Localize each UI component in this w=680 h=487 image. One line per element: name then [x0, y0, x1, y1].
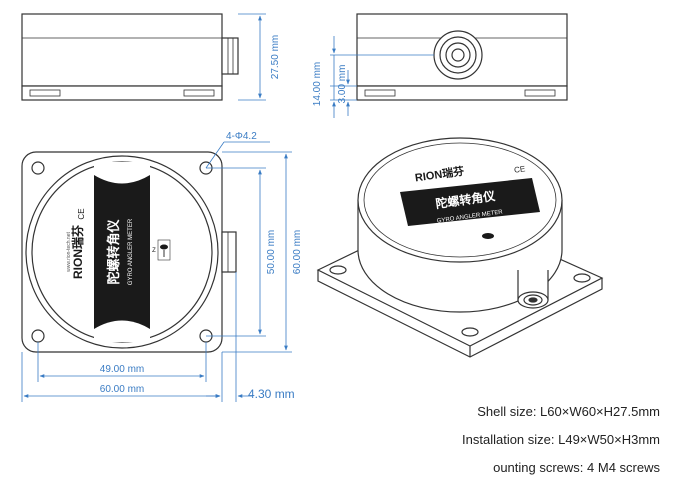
- dim-thickness-label: 3.00 mm: [337, 65, 348, 104]
- iso-label-band: [400, 178, 540, 226]
- label-band: [94, 162, 150, 342]
- brand-logo-text: RION瑞芬: [70, 224, 85, 279]
- spec-mounting-screws: ounting screws: 4 M4 screws: [493, 460, 660, 475]
- brand-url: www.rion-tech.net: [66, 232, 72, 272]
- side-view: [21, 13, 239, 101]
- top-connector: [221, 231, 237, 273]
- iso-ce-mark: CE: [514, 164, 526, 174]
- iso-z-axis-icon: [482, 233, 494, 239]
- spec-installation-size: Installation size: L49×W50×H3mm: [462, 432, 660, 447]
- dim-hole-spacing-x-label: 49.00 mm: [100, 364, 144, 375]
- mount-hole: [573, 273, 591, 283]
- dim-front: [330, 36, 434, 118]
- spec-shell-size: Shell size: L60×W60×H27.5mm: [477, 404, 660, 419]
- dim-front-height-label: 14.00 mm: [312, 62, 323, 106]
- front-view: [356, 13, 568, 101]
- side-connector: [221, 37, 239, 75]
- front-connector: [433, 30, 483, 80]
- label-title-cn: 陀螺转角仪: [106, 219, 121, 285]
- mount-hole: [461, 327, 479, 337]
- dim-side-height-label: 27.50 mm: [270, 35, 281, 79]
- front-base-plate: [356, 85, 568, 101]
- dim-top: [21, 141, 292, 402]
- dim-hole-spec-label: 4-Φ4.2: [226, 131, 257, 142]
- iso-connector: [517, 270, 549, 309]
- mount-hole: [31, 161, 45, 175]
- dim-width-x-label: 60.00 mm: [100, 384, 144, 395]
- z-axis-icon: [157, 239, 171, 261]
- side-housing: [21, 13, 223, 87]
- label-title-en: GYRO ANGLER METER: [128, 218, 134, 285]
- axis-mark: Z: [152, 248, 156, 254]
- mount-hole: [329, 265, 347, 275]
- dim-width-y-label: 60.00 mm: [292, 230, 303, 274]
- dim-side-height: [238, 13, 266, 101]
- ce-mark: CE: [77, 208, 86, 219]
- isometric-view: [316, 137, 604, 358]
- dim-hole-spacing-y-label: 50.00 mm: [266, 230, 277, 274]
- side-base-plate: [21, 85, 223, 101]
- dim-connector-offset-label: 4.30 mm: [248, 387, 295, 401]
